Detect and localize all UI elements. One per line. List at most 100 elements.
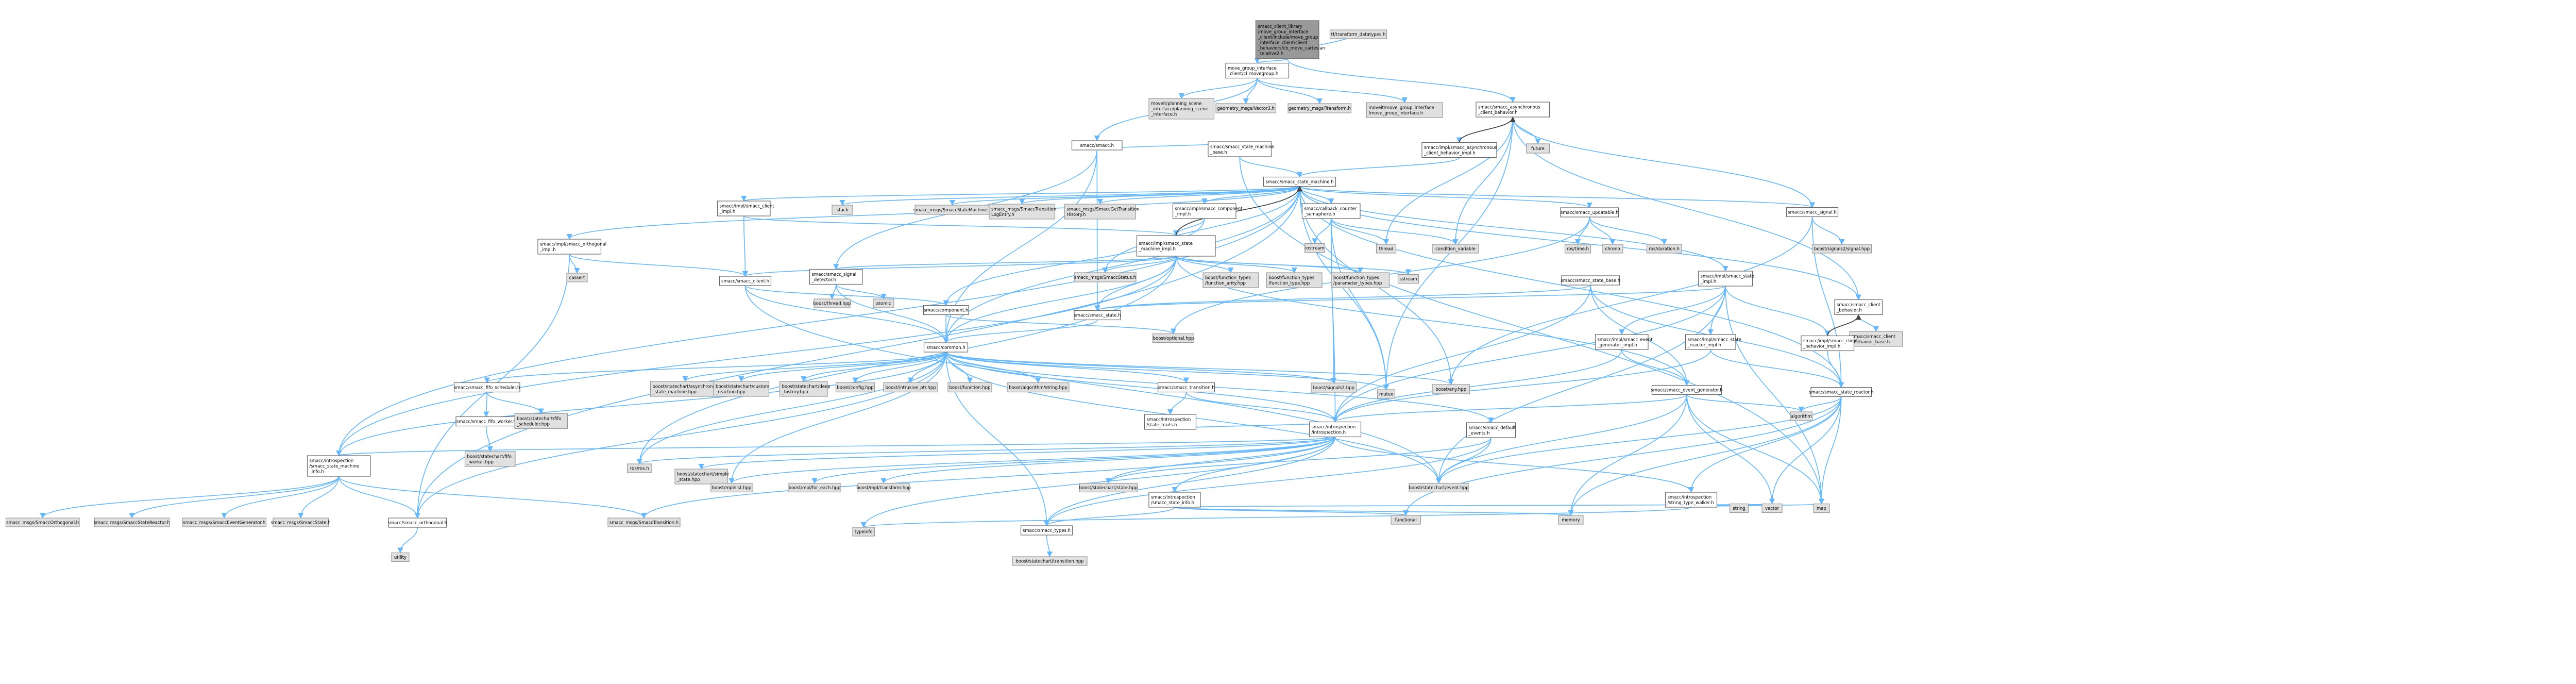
node-msg-reactor[interactable]: smacc_msgs/SmaccStateReactor.h: [94, 518, 170, 527]
node-client-impl[interactable]: smacc/impl/smacc_client_impl.h: [717, 201, 775, 216]
node-atomic[interactable]: atomic: [873, 298, 894, 308]
node-msg-status[interactable]: smacc_msgs/SmaccStatus.h: [1074, 272, 1137, 282]
node-typeinfo[interactable]: typeinfo: [852, 527, 875, 537]
node-sc-simple[interactable]: boost/statechart/simple_state.hpp: [674, 469, 729, 485]
node-signals2-signal[interactable]: boost/signals2/signal.hpp: [1811, 244, 1872, 254]
node-smacc-transition[interactable]: smacc/smacc_transition.h: [1157, 382, 1215, 393]
node-msg-evgen[interactable]: smacc_msgs/SmaccEventGenerator.h: [182, 518, 267, 527]
node-async-impl[interactable]: smacc/impl/smacc_asynchronous_client_beh…: [1421, 142, 1498, 158]
node-cl-movegroup[interactable]: move_group_interface_client/cl_movegroup…: [1225, 62, 1290, 79]
node-sm-impl[interactable]: smacc/impl/smacc_state_machine_impl.h: [1136, 235, 1216, 257]
node-types-h[interactable]: smacc/smacc_types.h: [1020, 525, 1073, 536]
node-cassert[interactable]: cassert: [566, 273, 588, 282]
node-sstream[interactable]: sstream: [1397, 274, 1419, 284]
node-sm-base[interactable]: smacc/smacc_state_machine_base.h: [1208, 141, 1274, 157]
node-utility[interactable]: utility: [391, 552, 410, 562]
node-state-info[interactable]: smacc/introspection/smacc_state_info.h: [1148, 492, 1201, 508]
node-stack[interactable]: stack: [832, 205, 853, 215]
node-intrusive[interactable]: boost/intrusive_ptr.hpp: [883, 382, 938, 393]
node-cb-impl[interactable]: smacc/impl/smacc_client_behavior_impl.h: [1801, 335, 1858, 352]
node-smacc-h[interactable]: smacc/smacc.h: [1071, 140, 1123, 151]
node-msg-state[interactable]: smacc_msgs/SmaccState.h: [271, 518, 331, 527]
node-any[interactable]: boost/any.hpp: [1432, 384, 1470, 394]
node-state-impl[interactable]: smacc/impl/smacc_state_impl.h: [1698, 271, 1754, 287]
node-ros-duration[interactable]: ros/duration.h: [1646, 244, 1682, 254]
node-chrono[interactable]: chrono: [1602, 244, 1623, 254]
node-sc-fifo-sched[interactable]: boost/statechart/fifo_scheduler.hpp: [514, 413, 568, 429]
node-common-h[interactable]: smacc/common.h: [923, 342, 969, 353]
node-ros-time[interactable]: ros/time.h: [1564, 244, 1591, 254]
node-functional[interactable]: functional: [1391, 515, 1421, 525]
node-planning-scene[interactable]: moveit/planning_scene_interface/planning…: [1148, 98, 1215, 120]
node-mpl-list[interactable]: boost/mpl/list.hpp: [710, 482, 753, 493]
node-mutex[interactable]: mutex: [1377, 389, 1396, 399]
node-fifo-sched[interactable]: smacc/smacc_fifo_scheduler.h: [453, 382, 520, 393]
node-vector3[interactable]: geometry_msgs/Vector3.h: [1215, 103, 1277, 113]
node-future[interactable]: future: [1526, 143, 1550, 154]
node-updatable[interactable]: smacc/smacc_updatable.h: [1560, 207, 1619, 218]
node-fifo-worker[interactable]: smacc/smacc_fifo_worker.h: [455, 416, 517, 427]
node-map[interactable]: map: [1813, 503, 1830, 513]
node-algo-str[interactable]: boost/algorithm/string.hpp: [1007, 382, 1070, 393]
edge-state_reactor-to-algorithm: [1798, 396, 1842, 413]
node-event-generator[interactable]: smacc/smacc_event_generator.h: [1651, 385, 1723, 395]
node-signal-detector[interactable]: smacc/smacc_signal_detector.h: [809, 269, 863, 285]
node-async-cb[interactable]: smacc/smacc_asynchronous_client_behavior…: [1476, 102, 1550, 118]
node-boost-thread[interactable]: boost/thread.hpp: [813, 298, 851, 308]
node-orth-impl[interactable]: smacc/impl/smacc_orthogonal_impl.h: [537, 239, 606, 255]
node-callback-counter[interactable]: smacc/callback_counter_semaphore.h: [1301, 203, 1361, 219]
node-signal-h[interactable]: smacc/smacc_signal.h: [1786, 207, 1839, 218]
node-ft-param[interactable]: boost/function_types/parameter_types.hpp: [1331, 272, 1390, 288]
node-default-events[interactable]: smacc/smacc_default_events.h: [1466, 422, 1516, 438]
node-root[interactable]: smacc_client_library/move_group_interfac…: [1255, 20, 1325, 59]
node-opt[interactable]: boost/optional.hpp: [1152, 333, 1195, 343]
node-ft-arity[interactable]: boost/function_types/function_arity.hpp: [1202, 272, 1259, 288]
node-state-h[interactable]: smacc/smacc_state.h: [1074, 310, 1121, 321]
node-iostream[interactable]: iostream: [1304, 243, 1326, 253]
node-sc-fifo-worker[interactable]: boost/statechart/fifo_worker.hpp: [464, 451, 516, 467]
node-sm-info[interactable]: smacc/introspection/smacc_state_machine_…: [307, 455, 371, 477]
node-transform[interactable]: geometry_msgs/Transform.h: [1287, 103, 1352, 113]
node-sc-state[interactable]: boost/statechart/state.hpp: [1079, 482, 1138, 493]
node-sc-async[interactable]: boost/statechart/asynchronous_state_mach…: [650, 381, 721, 397]
node-sc-deep[interactable]: boost/statechart/deep_history.hpp: [779, 381, 831, 397]
node-thread[interactable]: thread: [1376, 244, 1397, 254]
node-state-traits[interactable]: smacc/introspection/state_traits.h: [1144, 414, 1197, 430]
node-ft-type[interactable]: boost/function_types/function_type.hpp: [1266, 272, 1323, 288]
node-sc-event[interactable]: boost/statechart/event.hpp: [1409, 482, 1469, 493]
node-comp-impl[interactable]: smacc/impl/smacc_component_impl.h: [1172, 203, 1243, 219]
node-signals2[interactable]: boost/signals2.hpp: [1311, 382, 1357, 393]
node-string[interactable]: string: [1729, 503, 1749, 513]
node-ros-h[interactable]: ros/ros.h: [626, 463, 652, 473]
node-msg-transition[interactable]: smacc_msgs/SmaccTransition.h: [607, 518, 681, 527]
node-msg-sm[interactable]: smacc_msgs/SmaccStateMachine.h: [913, 205, 991, 215]
node-state-base[interactable]: smacc/smacc_state_base.h: [1561, 275, 1620, 286]
node-config[interactable]: boost/config.hpp: [835, 382, 875, 393]
node-cond-var[interactable]: condition_variable: [1432, 244, 1479, 254]
node-moveit-mgi[interactable]: moveit/move_group_interface/move_group_i…: [1366, 102, 1443, 118]
node-label-line: /smacc_state_info.h: [1151, 501, 1194, 506]
node-msg-orth[interactable]: smacc_msgs/SmaccOrthogonal.h: [5, 518, 80, 527]
node-component-h[interactable]: smacc/component.h: [923, 305, 969, 315]
node-tf-types[interactable]: tf/transform_datatypes.h: [1329, 29, 1387, 39]
node-sm-h[interactable]: smacc/smacc_state_machine.h: [1263, 176, 1336, 187]
node-reactor-impl[interactable]: smacc/impl/smacc_state_reactor_impl.h: [1685, 334, 1741, 350]
node-cb-base[interactable]: smacc/smacc_client_behavior_base.h: [1849, 331, 1903, 347]
node-mpl-for-each[interactable]: boost/mpl/for_each.hpp: [788, 482, 841, 493]
node-vector[interactable]: vector: [1761, 503, 1783, 513]
node-client-behavior[interactable]: smacc/smacc_client_behavior.h: [1834, 299, 1883, 315]
node-type-walker[interactable]: smacc/introspection/string_type_walker.h: [1665, 492, 1718, 508]
node-memory[interactable]: memory: [1558, 515, 1584, 525]
node-algorithm[interactable]: algorithm: [1790, 411, 1813, 421]
node-sc-custom[interactable]: boost/statechart/custom_reaction.hpp: [713, 381, 769, 397]
node-sc-transition[interactable]: boost/statechart/transition.hpp: [1012, 556, 1088, 566]
node-evgen-impl[interactable]: smacc/impl/smacc_event_generator_impl.h: [1595, 334, 1653, 350]
node-mpl-transform[interactable]: boost/mpl/transform.hpp: [856, 482, 911, 493]
node-client-h[interactable]: smacc/smacc_client.h: [719, 276, 772, 286]
node-introspection[interactable]: smacc/introspection/introspection.h: [1309, 421, 1362, 438]
node-function[interactable]: boost/function.hpp: [947, 382, 992, 393]
node-orthogonal-h[interactable]: smacc/smacc_orthogonal.h: [387, 518, 447, 528]
node-state-reactor[interactable]: smacc/smacc_state_reactor.h: [1809, 387, 1873, 397]
